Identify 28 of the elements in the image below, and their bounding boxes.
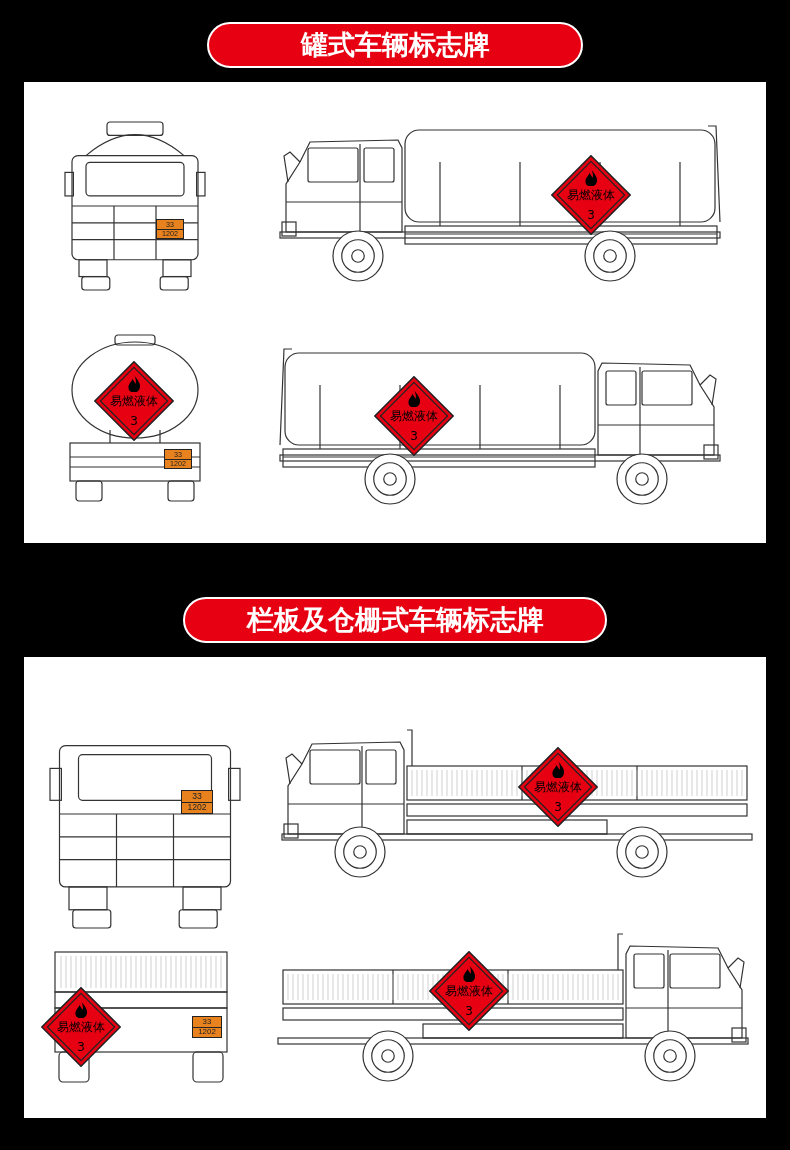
title-banner xyxy=(207,22,583,68)
hazard-plate xyxy=(156,219,184,239)
banner-title: 栏板及仓栅式车辆标志牌 xyxy=(246,603,544,637)
hazard-diamond-sign xyxy=(429,951,509,1031)
title-banner xyxy=(183,597,607,643)
hazard-diamond-sign xyxy=(518,747,598,827)
class-number: 3 xyxy=(76,1041,86,1054)
class-number: 3 xyxy=(553,801,563,814)
un-number: 1202 xyxy=(182,801,212,813)
hazard-plate xyxy=(192,1016,222,1038)
sign-text: 易燃液体 xyxy=(56,1022,106,1034)
hazard-diamond-sign xyxy=(551,155,631,235)
class-number: 3 xyxy=(586,209,596,222)
class-number: 3 xyxy=(464,1005,474,1018)
banner-title: 罐式车辆标志牌 xyxy=(300,28,490,62)
sign-text: 易燃液体 xyxy=(109,396,159,408)
hazard-number: 33 xyxy=(191,791,203,802)
class-number: 3 xyxy=(129,415,139,428)
sign-text: 易燃液体 xyxy=(566,190,616,202)
hazard-plate xyxy=(181,790,213,814)
hazard-diamond-sign xyxy=(41,987,121,1067)
hazard-diamond-sign xyxy=(94,361,174,441)
sign-text: 易燃液体 xyxy=(389,411,439,423)
hazard-diamond-sign xyxy=(374,376,454,456)
hazard-plate xyxy=(164,449,192,469)
sign-text: 易燃液体 xyxy=(444,986,494,998)
sign-text: 易燃液体 xyxy=(533,782,583,794)
class-number: 3 xyxy=(409,430,419,443)
